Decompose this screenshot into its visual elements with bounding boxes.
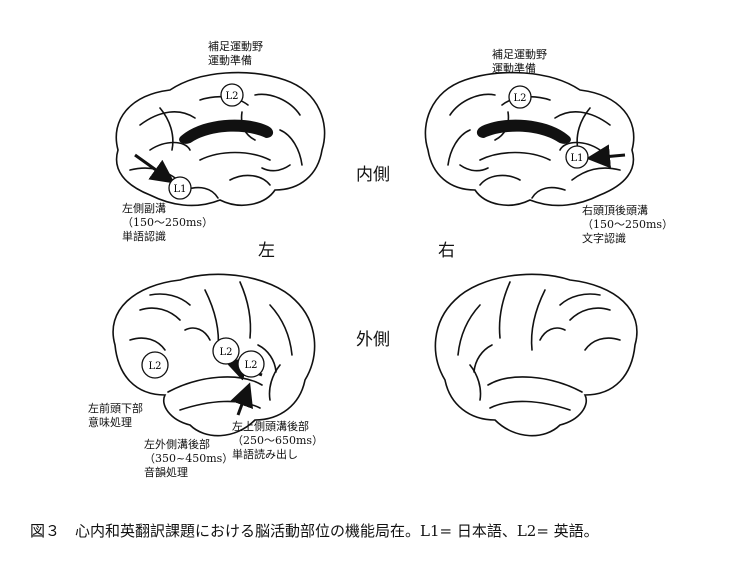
label-line: 単語読み出し [232,448,298,461]
marker-left-lateral-l2-a: L2 [141,351,169,379]
arrow-right-medial [586,144,626,169]
marker-left-medial-l1: L1 [168,176,192,200]
label-line: （350~450ms） [144,452,234,465]
label-left-medial-top: 補足運動野 運動準備 [208,40,263,68]
arrow-left-lateral-2 [230,382,254,416]
label-line: （150～250ms） [122,216,214,229]
label-right-medial-bottom: 右頭頂後頭溝 （150～250ms） 文字認識 [582,204,673,246]
marker-left-lateral-l2-b: L2 [212,337,240,365]
label-line: 左側副溝 [122,202,166,215]
marker-text: L2 [244,360,257,371]
marker-text: L2 [219,347,232,358]
figure-caption: 図３ 心内和英翻訳課題における脳活動部位の機能局在。L1= 日本語、L2= 英語… [30,522,599,540]
label-right-medial-top: 補足運動野 運動準備 [492,48,547,76]
label-line: 文字認識 [582,232,626,245]
marker-right-medial-l1: L1 [565,145,589,169]
left-lateral-brain [112,273,316,437]
label-line: 音韻処理 [144,466,188,479]
marker-left-lateral-l2-c: L2 [237,350,265,378]
label-line: 左外側溝後部 [144,438,210,451]
marker-right-medial-l2: L2 [508,85,532,109]
label-line: 意味処理 [88,416,132,429]
left-medial-brain [115,71,326,207]
label-left-medial-bottom: 左側副溝 （150～250ms） 単語認識 [122,202,213,244]
label-line: 単語認識 [122,230,166,243]
marker-text: L2 [148,361,161,372]
label-line: （250～650ms） [232,434,324,447]
label-left-lateral-a: 左前頭下部 意味処理 [88,402,143,430]
left-corpus-callosum [179,119,274,144]
center-label-lateral: 外側 [356,330,390,350]
center-label-medial: 内側 [356,165,390,185]
label-line: 運動準備 [208,54,252,67]
arrow-left-medial [134,153,175,184]
right-medial-brain [424,71,635,207]
label-left-lateral-b: 左外側溝後部 （350~450ms） 音韻処理 [144,438,233,480]
right-lateral-brain [434,273,638,437]
label-line: 補足運動野 [208,40,263,53]
marker-text: L1 [173,184,186,195]
side-label-left: 左 [258,241,275,261]
label-left-lateral-c: 左上側頭溝後部 （250～650ms） 単語読み出し [232,420,323,462]
marker-text: L2 [513,93,526,104]
label-line: 左前頭下部 [88,402,143,415]
label-line: 右頭頂後頭溝 [582,204,648,217]
label-line: 左上側頭溝後部 [232,420,309,433]
marker-text: L2 [225,91,238,102]
marker-left-medial-l2: L2 [220,83,244,107]
marker-text: L1 [570,153,583,164]
right-corpus-callosum [476,119,571,144]
side-label-right: 右 [438,241,455,261]
label-line: 運動準備 [492,62,536,75]
label-line: 補足運動野 [492,48,547,61]
label-line: （150～250ms） [582,218,674,231]
